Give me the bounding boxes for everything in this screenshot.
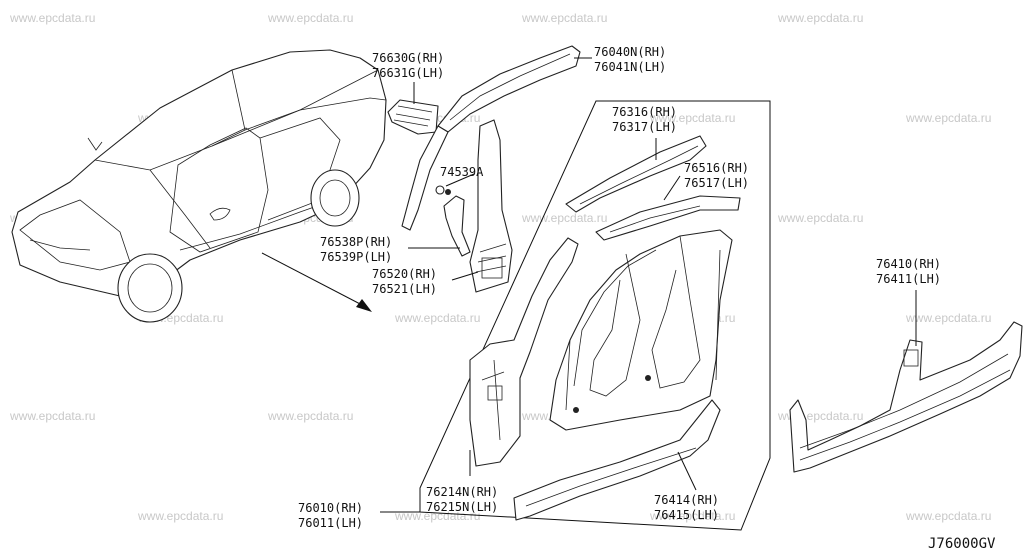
part-76214	[469, 237, 579, 467]
leader-lines	[380, 57, 917, 513]
callout-76410: 76410(RH) 76411(LH)	[876, 257, 941, 286]
part-number-rh: 76010(RH)	[298, 501, 363, 515]
part-number-lh: 76539P(LH)	[320, 250, 392, 264]
part-76414	[513, 399, 721, 521]
callout-76538: 76538P(RH) 76539P(LH)	[320, 235, 392, 264]
watermark: www.epcdata.ru	[649, 111, 735, 125]
watermark: www.epcdata.ru	[905, 509, 991, 523]
pointer-arrow	[261, 252, 372, 312]
part-number-rh: 76214N(RH)	[426, 485, 498, 499]
part-number: 74539A	[440, 165, 484, 179]
watermark: www.epcdata.ru	[394, 311, 480, 325]
part-number-rh: 76538P(RH)	[320, 235, 392, 249]
part-number-rh: 76520(RH)	[372, 267, 437, 281]
callout-76516: 76516(RH) 76517(LH)	[684, 161, 749, 190]
part-76520	[469, 119, 513, 293]
watermark: www.epcdata.ru	[777, 11, 863, 25]
part-number-rh: 76040N(RH)	[594, 45, 666, 59]
watermark: www.epcdata.ru	[777, 211, 863, 225]
part-number-lh: 76521(LH)	[372, 282, 437, 296]
part-76316	[565, 135, 707, 213]
assembly-boundary	[419, 100, 771, 531]
watermark: www.epcdata.ru	[905, 111, 991, 125]
part-number-rh: 76630G(RH)	[372, 51, 444, 65]
callout-76520: 76520(RH) 76521(LH)	[372, 267, 437, 296]
watermark: www.epcdata.ru	[521, 11, 607, 25]
watermark: www.epcdata.ru	[267, 409, 353, 423]
part-number-lh: 76215N(LH)	[426, 500, 498, 514]
watermark: www.epcdata.ru	[137, 509, 223, 523]
part-number-rh: 76410(RH)	[876, 257, 941, 271]
watermark: www.epcdata.ru	[9, 11, 95, 25]
part-76630	[387, 99, 439, 135]
part-76010	[549, 229, 733, 431]
part-number-rh: 76516(RH)	[684, 161, 749, 175]
callout-76040: 76040N(RH) 76041N(LH)	[594, 45, 666, 74]
callout-76630: 76630G(RH) 76631G(LH)	[372, 51, 444, 80]
part-76516	[595, 195, 741, 241]
callout-76316: 76316(RH) 76317(LH)	[612, 105, 677, 134]
part-number-lh: 76631G(LH)	[372, 66, 444, 80]
part-number-lh: 76411(LH)	[876, 272, 941, 286]
part-number-rh: 76414(RH)	[654, 493, 719, 507]
part-76538	[443, 189, 471, 257]
watermark: www.epcdata.ru	[9, 409, 95, 423]
part-number-lh: 76011(LH)	[298, 516, 363, 530]
part-76410	[789, 321, 1023, 473]
part-number-lh: 76415(LH)	[654, 508, 719, 522]
part-number-rh: 76316(RH)	[612, 105, 677, 119]
car-illustration	[11, 49, 387, 323]
part-74539	[435, 185, 445, 195]
watermark: www.epcdata.ru	[267, 11, 353, 25]
part-number-lh: 76517(LH)	[684, 176, 749, 190]
part-number-lh: 76317(LH)	[612, 120, 677, 134]
callout-76414: 76414(RH) 76415(LH)	[654, 493, 719, 522]
watermark: www.epcdata.ru	[905, 311, 991, 325]
callout-74539: 74539A	[440, 165, 484, 179]
callout-76214: 76214N(RH) 76215N(LH)	[426, 485, 498, 514]
diagram-code: J76000GV	[928, 536, 996, 552]
watermark: www.epcdata.ru	[649, 509, 735, 523]
part-76040	[401, 45, 581, 231]
watermark: www.epcdata.ru	[521, 211, 607, 225]
callout-76010: 76010(RH) 76011(LH)	[298, 501, 363, 530]
part-number-lh: 76041N(LH)	[594, 60, 666, 74]
